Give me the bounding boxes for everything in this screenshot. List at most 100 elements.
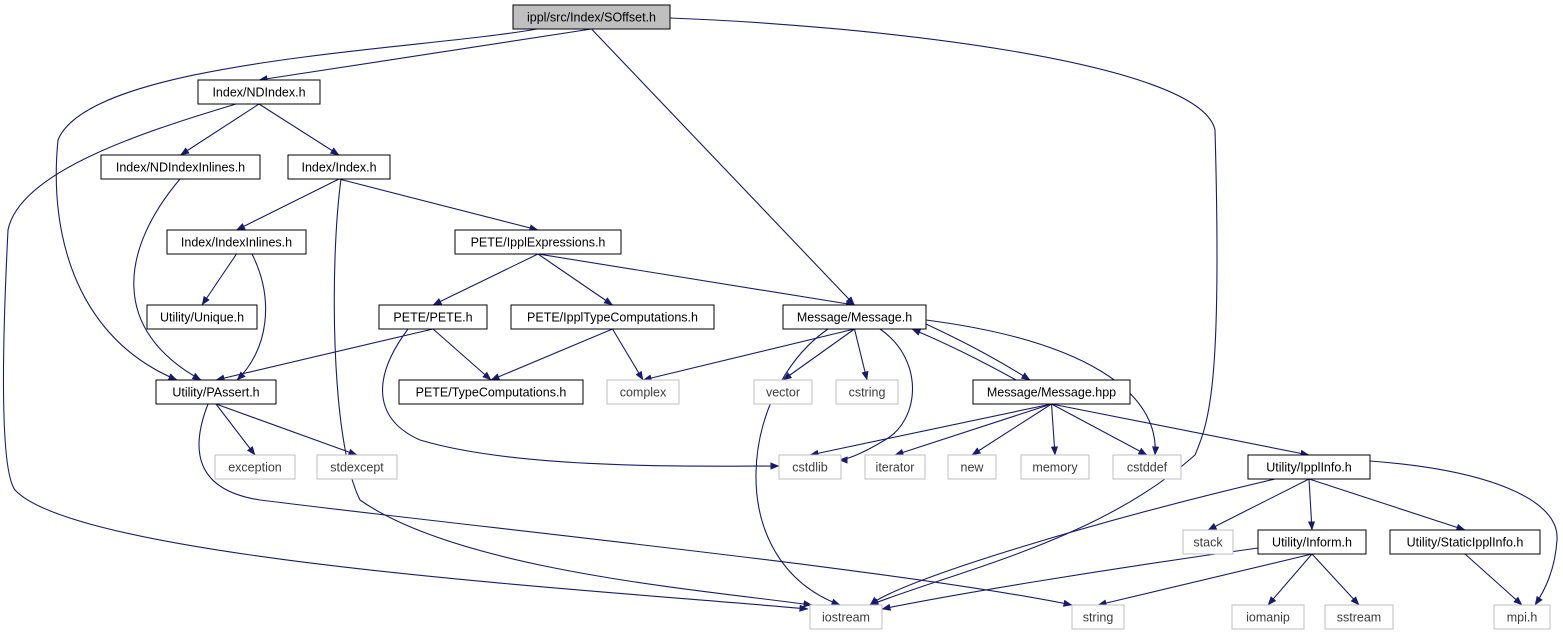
node-stack: stack <box>1182 529 1234 555</box>
edge-messagehpp-to-iterator <box>894 403 1052 456</box>
node-new: new <box>947 454 997 480</box>
node-label-iterator: iterator <box>876 461 915 475</box>
edge-soffset-to-passert <box>55 28 538 381</box>
node-label-cstring: cstring <box>849 386 886 400</box>
node-sstream: sstream <box>1324 604 1394 630</box>
node-label-stack: stack <box>1193 536 1223 550</box>
node-iterator: iterator <box>864 454 926 480</box>
edge-inform-to-string <box>1097 553 1313 607</box>
node-box-cstdlib <box>778 454 842 480</box>
edge-ndindex-to-ndindexinlines <box>180 103 260 156</box>
node-unique[interactable]: Utility/Unique.h <box>146 304 258 330</box>
node-string: string <box>1071 604 1125 630</box>
edge-indexinlines-to-unique <box>201 253 237 306</box>
node-box-pplexpressions <box>454 229 622 255</box>
node-box-stack <box>1182 529 1234 555</box>
node-box-new <box>947 454 997 480</box>
node-label-ndindex: Index/NDIndex.h <box>212 86 305 100</box>
node-box-iterator <box>864 454 926 480</box>
node-soffset[interactable]: ippl/src/Index/SOffset.h <box>512 4 671 30</box>
node-box-ndindexinlines <box>100 154 261 180</box>
edge-pplexpressions-to-message <box>537 253 855 308</box>
node-label-inform: Utility/Inform.h <box>1272 536 1352 550</box>
node-box-ippltypecomp <box>510 304 715 330</box>
node-box-message <box>782 304 927 330</box>
node-box-soffset <box>512 4 671 30</box>
node-cstdlib: cstdlib <box>778 454 842 480</box>
edge-inform-to-iostream <box>881 547 1259 611</box>
edge-message-to-vector <box>782 328 855 381</box>
node-message[interactable]: Message/Message.h <box>782 304 927 330</box>
node-pplexpressions[interactable]: PETE/IpplExpressions.h <box>454 229 622 255</box>
edge-messagehpp-to-cstddef <box>1051 403 1148 456</box>
node-label-typecomp: PETE/TypeComputations.h <box>416 386 567 400</box>
node-stdexcept: stdexcept <box>316 454 398 480</box>
node-inform[interactable]: Utility/Inform.h <box>1257 529 1367 555</box>
edge-ipplinfo-to-staticipplinfo <box>1308 478 1466 531</box>
node-cstddef: cstddef <box>1112 454 1182 480</box>
node-ndindexinlines[interactable]: Index/NDIndexInlines.h <box>100 154 261 180</box>
node-messagehpp[interactable]: Message/Message.hpp <box>972 379 1131 405</box>
edge-pplexpressions-to-ippltypecomp <box>537 253 613 306</box>
edge-messagehpp-to-cstdlib <box>809 403 1052 457</box>
edge-message-to-cstdlib <box>838 328 913 464</box>
node-label-ndindexinlines: Index/NDIndexInlines.h <box>116 161 245 175</box>
edge-messagehpp-to-message <box>911 328 1017 381</box>
node-box-staticipplinfo <box>1389 529 1541 555</box>
node-label-indexinlines: Index/IndexInlines.h <box>181 236 292 250</box>
edge-messagehpp-to-memory <box>1050 403 1059 456</box>
node-label-new: new <box>961 461 985 475</box>
node-box-cstddef <box>1112 454 1182 480</box>
node-label-stdexcept: stdexcept <box>330 461 384 475</box>
node-exception: exception <box>214 454 296 480</box>
node-label-messagehpp: Message/Message.hpp <box>987 386 1116 400</box>
node-ipplinfo[interactable]: Utility/IpplInfo.h <box>1247 454 1371 480</box>
edge-ipplinfo-to-inform <box>1307 478 1316 531</box>
node-layer: ippl/src/Index/SOffset.hIndex/NDIndex.hI… <box>100 4 1551 630</box>
edge-passert-to-stdexcept <box>215 403 358 456</box>
node-box-complex <box>606 379 680 405</box>
node-box-mpi <box>1493 604 1551 630</box>
edge-ippltypecomp-to-typecomp <box>490 328 613 381</box>
edge-messagehpp-to-ipplinfo <box>1051 403 1310 457</box>
edge-ndindexinlines-to-passert <box>133 178 202 381</box>
node-label-iostream: iostream <box>822 611 870 625</box>
node-box-pete <box>378 304 488 330</box>
edge-pete-to-cstdlib <box>382 328 780 470</box>
edge-pete-to-typecomp <box>432 328 492 381</box>
node-complex: complex <box>606 379 680 405</box>
node-label-memory: memory <box>1032 461 1078 475</box>
edge-indexinlines-to-passert <box>236 253 267 381</box>
node-box-sstream <box>1324 604 1394 630</box>
edge-message-to-iostream <box>755 328 841 606</box>
node-label-ippltypecomp: PETE/IpplTypeComputations.h <box>527 311 698 325</box>
node-box-vector <box>753 379 813 405</box>
node-mpi: mpi.h <box>1493 604 1551 630</box>
node-label-string: string <box>1083 611 1114 625</box>
node-pete[interactable]: PETE/PETE.h <box>378 304 488 330</box>
edge-index-to-indexinlines <box>236 178 340 231</box>
node-label-message: Message/Message.h <box>797 311 912 325</box>
edge-passert-to-exception <box>215 403 256 456</box>
node-box-memory <box>1020 454 1090 480</box>
node-index[interactable]: Index/Index.h <box>287 154 391 180</box>
node-box-inform <box>1257 529 1367 555</box>
edge-message-to-cstring <box>853 328 869 381</box>
edge-ipplinfo-to-stack <box>1207 478 1310 531</box>
node-typecomp[interactable]: PETE/TypeComputations.h <box>398 379 584 405</box>
node-indexinlines[interactable]: Index/IndexInlines.h <box>166 229 307 255</box>
node-label-sstream: sstream <box>1337 611 1381 625</box>
node-ippltypecomp[interactable]: PETE/IpplTypeComputations.h <box>510 304 715 330</box>
node-iomanip: iomanip <box>1231 604 1305 630</box>
node-box-iostream <box>809 604 883 630</box>
node-label-staticipplinfo: Utility/StaticIpplInfo.h <box>1407 536 1524 550</box>
node-passert[interactable]: Utility/PAssert.h <box>155 379 277 405</box>
edge-ndindex-to-index <box>258 103 340 156</box>
node-vector: vector <box>753 379 813 405</box>
node-ndindex[interactable]: Index/NDIndex.h <box>197 79 321 105</box>
node-staticipplinfo[interactable]: Utility/StaticIpplInfo.h <box>1389 529 1541 555</box>
node-label-index: Index/Index.h <box>301 161 376 175</box>
node-box-string <box>1071 604 1125 630</box>
edge-soffset-to-message <box>591 28 855 306</box>
node-label-cstdlib: cstdlib <box>792 461 827 475</box>
